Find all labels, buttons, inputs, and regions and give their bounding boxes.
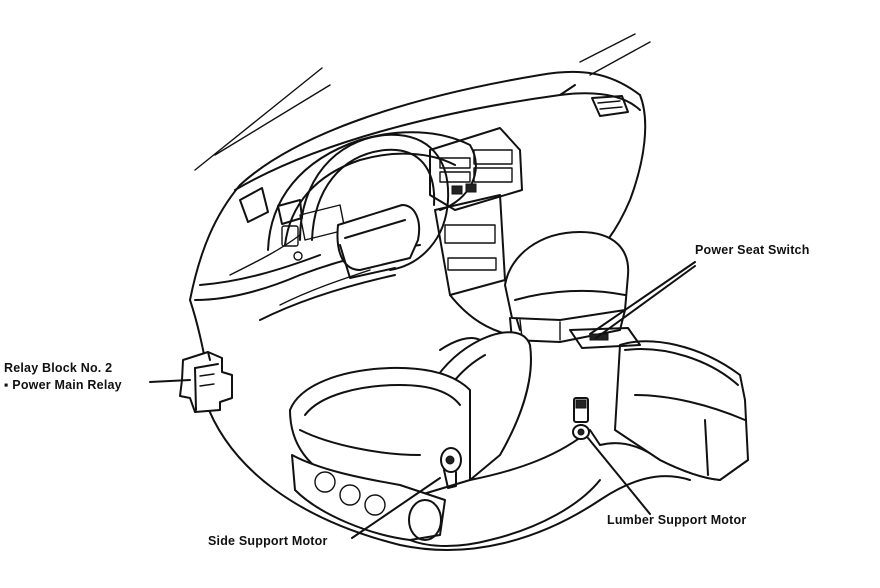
power-seat-switch-label: Power Seat Switch — [695, 243, 810, 257]
relay-block-label-line1: Relay Block No. 2 — [4, 361, 113, 375]
relay-block — [179, 351, 233, 413]
steering-wheel — [299, 133, 450, 279]
driver-seat — [289, 331, 601, 547]
leader-lines — [149, 261, 696, 539]
passenger-seat — [504, 231, 630, 343]
relay-block-label-line2: ▪ Power Main Relay — [4, 378, 122, 392]
side-support-motor-label: Side Support Motor — [208, 534, 328, 548]
lumber-support-motor — [572, 397, 590, 440]
center-console — [429, 127, 523, 336]
side-support-motor — [440, 447, 462, 489]
windshield-lines — [194, 33, 651, 171]
lumber-support-motor-label: Lumber Support Motor — [607, 513, 747, 527]
console-box — [569, 327, 749, 481]
